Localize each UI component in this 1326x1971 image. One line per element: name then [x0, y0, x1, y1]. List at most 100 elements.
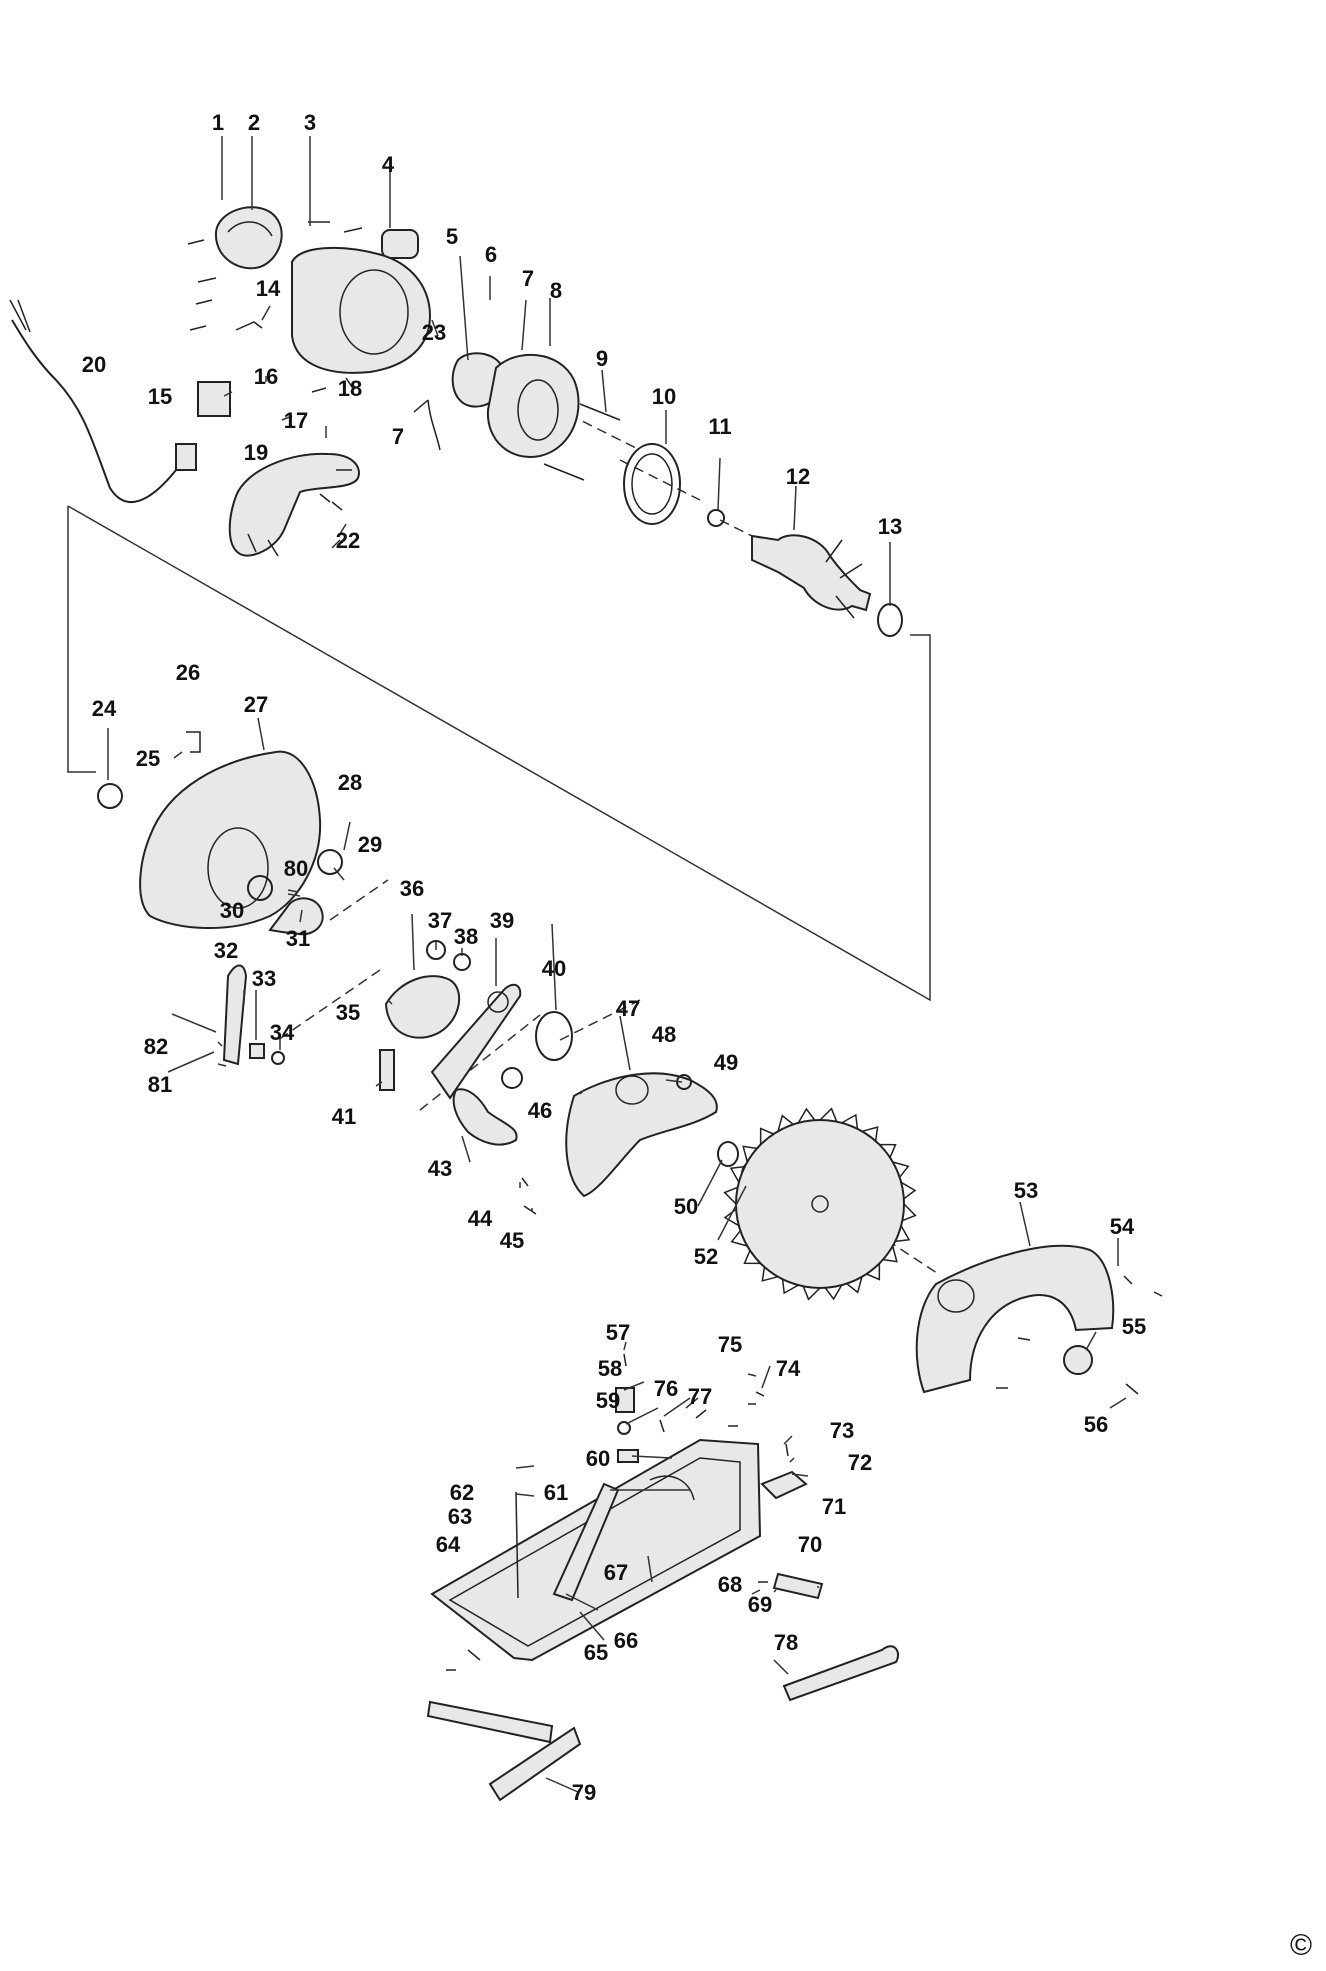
callout-label-56: 56	[1084, 1412, 1108, 1437]
blade-tooth	[902, 1203, 917, 1222]
motor-housing-part	[291, 246, 432, 374]
callout-label-5: 5	[446, 224, 458, 249]
callout-label-77: 77	[688, 1384, 712, 1409]
rear-handle-part	[228, 452, 360, 557]
callout-label-18: 18	[338, 376, 362, 401]
callout-label-14: 14	[256, 276, 281, 301]
bearing-30-part	[247, 875, 273, 901]
wrench-78-part	[782, 1645, 900, 1702]
blade-tooth	[819, 1107, 838, 1122]
callout-label-50: 50	[674, 1194, 698, 1219]
baffle-ring-part	[623, 443, 681, 525]
callout-label-37: 37	[428, 908, 452, 933]
blade-tooth	[802, 1286, 821, 1301]
callout-label-19: 19	[244, 440, 268, 465]
ring-38-part	[453, 953, 471, 971]
callout-label-22: 22	[336, 528, 360, 553]
bearing-13-part	[877, 603, 903, 637]
spindle-gear-part	[268, 897, 324, 936]
callout-label-76: 76	[654, 1376, 678, 1401]
blade-tooth	[846, 1276, 863, 1294]
saw-blade-part	[735, 1119, 905, 1289]
callout-label-2: 2	[248, 110, 260, 135]
lever-part	[222, 964, 248, 1066]
callout-label-80: 80	[284, 856, 308, 881]
blade-tooth	[761, 1266, 779, 1282]
blade-tooth	[797, 1107, 816, 1124]
callout-label-58: 58	[598, 1356, 622, 1381]
callout-label-63: 63	[448, 1504, 472, 1529]
callout-label-46: 46	[528, 1098, 552, 1123]
callout-label-82: 82	[144, 1034, 168, 1059]
callout-label-33: 33	[252, 966, 276, 991]
blade-tooth	[900, 1181, 917, 1200]
callout-label-55: 55	[1122, 1314, 1146, 1339]
spacer-29-part	[317, 849, 343, 875]
flange-55-part	[1063, 1345, 1093, 1375]
callout-label-38: 38	[454, 924, 478, 949]
blade-tooth	[777, 1114, 794, 1132]
callout-label-6: 6	[485, 242, 497, 267]
callout-label-44: 44	[468, 1206, 493, 1231]
callout-label-43: 43	[428, 1156, 452, 1181]
callout-label-24: 24	[92, 696, 117, 721]
callout-label-41: 41	[332, 1104, 356, 1129]
copyright-mark: ©	[1290, 1929, 1312, 1962]
callout-label-25: 25	[136, 746, 160, 771]
blade-tooth	[882, 1245, 898, 1263]
blade-tooth	[861, 1126, 879, 1142]
fan-cover-part	[214, 206, 283, 270]
plate-71-part	[760, 1470, 808, 1500]
callout-label-61: 61	[544, 1480, 568, 1505]
callout-label-32: 32	[214, 938, 238, 963]
base-plate-group	[426, 1353, 900, 1802]
callout-label-35: 35	[336, 1000, 360, 1025]
callout-label-57: 57	[606, 1320, 630, 1345]
blade-tooth	[742, 1145, 758, 1163]
callout-label-60: 60	[586, 1446, 610, 1471]
callout-label-53: 53	[1014, 1178, 1038, 1203]
washer-59-part	[617, 1421, 631, 1435]
callout-label-40: 40	[542, 956, 566, 981]
callout-label-12: 12	[786, 464, 810, 489]
callout-label-59: 59	[596, 1388, 620, 1413]
callout-label-75: 75	[718, 1332, 742, 1357]
callout-label-52: 52	[694, 1244, 718, 1269]
callout-label-71: 71	[822, 1494, 846, 1519]
collar-46-part	[501, 1067, 523, 1089]
callout-label-45: 45	[500, 1228, 524, 1253]
callout-label-70: 70	[798, 1532, 822, 1557]
callout-label-62: 62	[450, 1480, 474, 1505]
fixed-guard-group	[915, 1244, 1163, 1395]
spring-40-part	[535, 1011, 573, 1061]
blade-guard-group	[97, 731, 917, 1301]
callout-label-54: 54	[1110, 1214, 1135, 1239]
callout-label-1: 1	[212, 110, 224, 135]
callout-label-67: 67	[604, 1560, 628, 1585]
callout-label-66: 66	[614, 1628, 638, 1653]
blade-tooth	[895, 1225, 911, 1243]
callout-label-74: 74	[776, 1356, 801, 1381]
callout-label-13: 13	[878, 514, 902, 539]
callout-label-9: 9	[596, 346, 608, 371]
callout-label-48: 48	[652, 1022, 676, 1047]
callout-label-27: 27	[244, 692, 268, 717]
knob-58-part	[615, 1387, 635, 1413]
callout-label-31: 31	[286, 926, 310, 951]
base-plate-part	[430, 1438, 762, 1662]
callout-label-79: 79	[572, 1780, 596, 1805]
callout-label-34: 34	[270, 1020, 295, 1045]
blade-tooth	[723, 1186, 738, 1205]
callout-label-7b: 7	[392, 424, 404, 449]
pin-70-part	[772, 1572, 824, 1600]
callout-label-26: 26	[176, 660, 200, 685]
blade-tooth	[841, 1113, 859, 1129]
assembly-lines	[67, 399, 941, 1276]
callout-label-64: 64	[436, 1532, 461, 1557]
callout-label-30: 30	[220, 898, 244, 923]
callout-label-29: 29	[358, 832, 382, 857]
blade-tooth	[824, 1284, 843, 1301]
